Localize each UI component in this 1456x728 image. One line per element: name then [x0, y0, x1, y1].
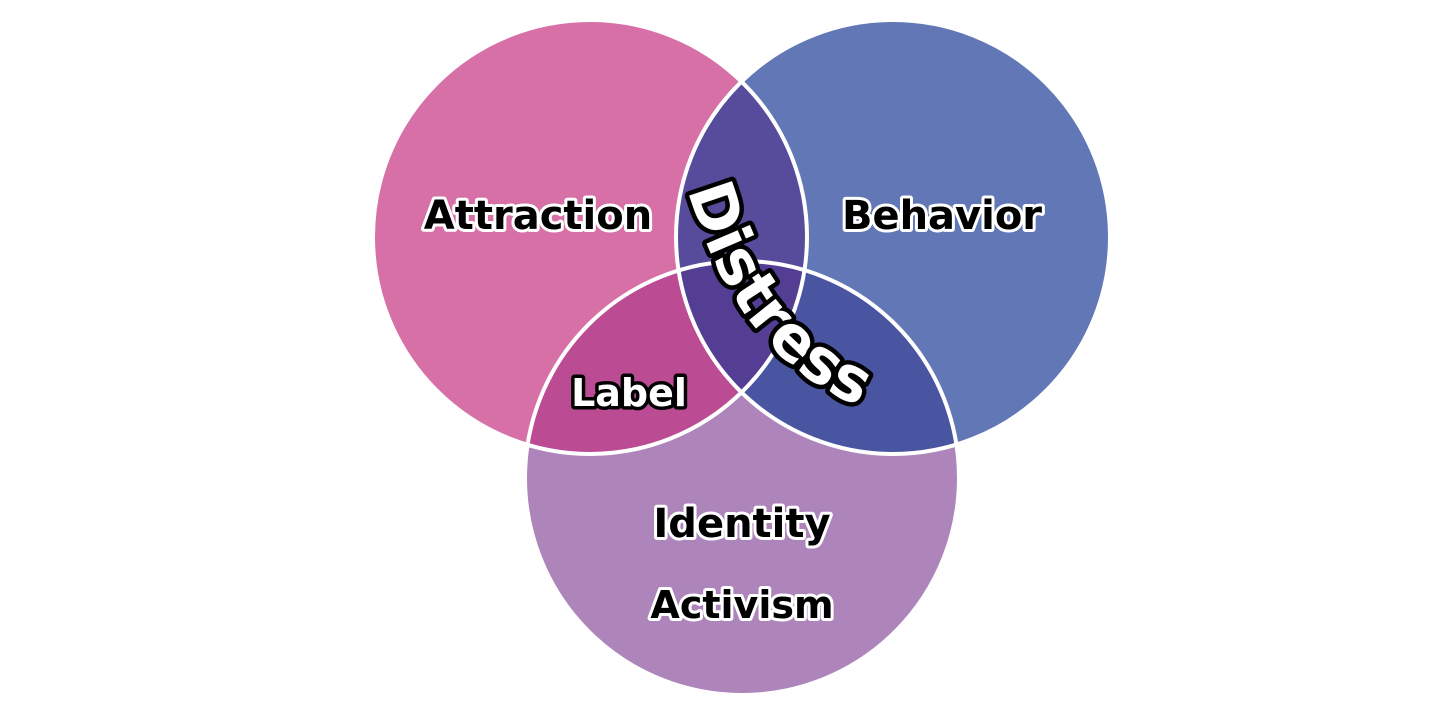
circle-outlines	[371, 18, 1112, 697]
activism-label: Activism	[650, 583, 833, 627]
identity-label: Identity	[653, 501, 830, 547]
label-intersection-label: Label	[571, 371, 687, 415]
behavior-label: Behavior	[842, 193, 1042, 239]
behavior-identity-overlap	[676, 261, 959, 454]
attraction-label: Attraction	[424, 193, 652, 239]
attraction-identity-overlap	[525, 261, 807, 454]
